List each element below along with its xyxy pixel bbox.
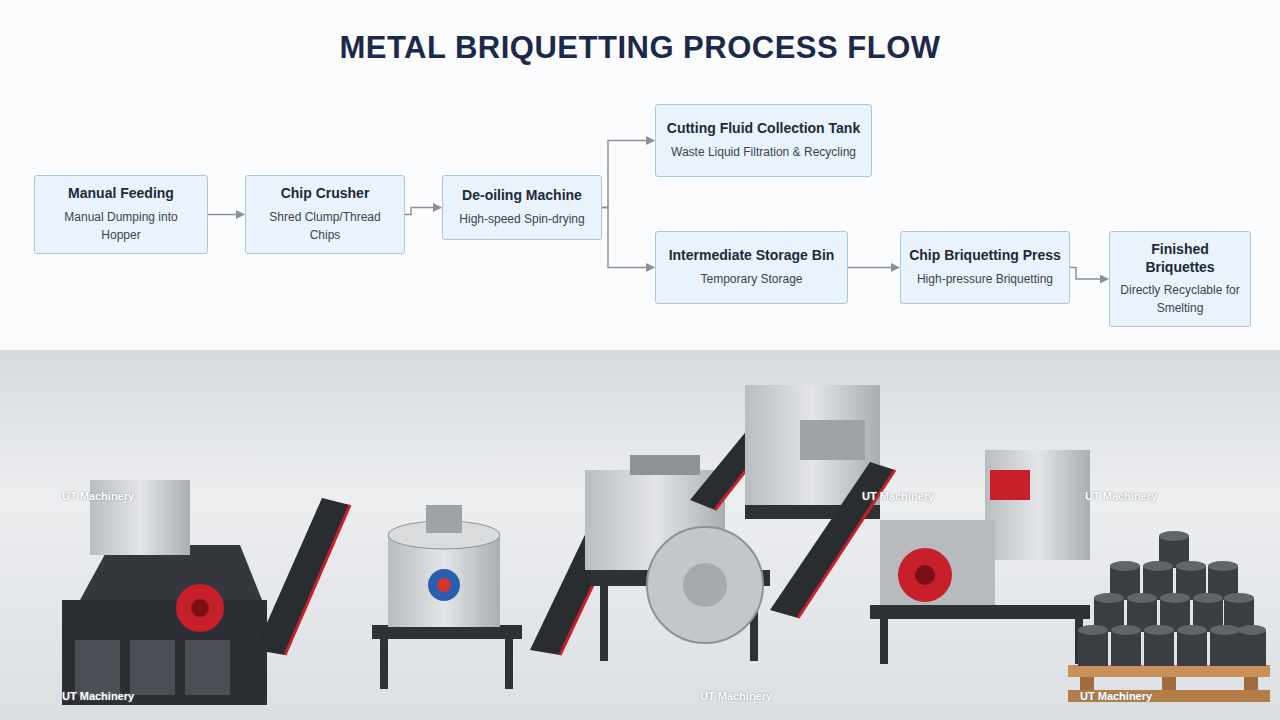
step-description: High-pressure Briquetting [917, 270, 1053, 288]
step-description: Directly Recyclable for Smelting [1118, 281, 1242, 317]
watermark: UT Machinery [1085, 490, 1157, 502]
process-box: Cutting Fluid Collection TankWaste Liqui… [655, 104, 872, 177]
process-box: Chip CrusherShred Clump/Thread Chips [245, 175, 405, 254]
step-description: High-speed Spin-drying [459, 210, 584, 228]
step-description: Waste Liquid Filtration & Recycling [671, 143, 856, 161]
watermark: UT Machinery [1080, 690, 1152, 702]
flow-arrow [405, 208, 441, 215]
step-title: De-oiling Machine [462, 187, 582, 205]
flow-arrow [208, 214, 244, 216]
step-title: Chip Crusher [281, 185, 370, 203]
step-title: Manual Feeding [68, 185, 174, 203]
process-box: De-oiling MachineHigh-speed Spin-drying [442, 175, 602, 240]
flow-arrow [602, 141, 654, 208]
process-box: Manual FeedingManual Dumping into Hopper [34, 175, 208, 254]
process-box: Intermediate Storage BinTemporary Storag… [655, 231, 848, 304]
step-description: Manual Dumping into Hopper [43, 208, 199, 244]
flow-arrow [848, 267, 899, 269]
step-title: Cutting Fluid Collection Tank [667, 120, 860, 138]
watermark: UT Machinery [62, 690, 134, 702]
step-description: Shred Clump/Thread Chips [254, 208, 396, 244]
watermark: UT Machinery [862, 490, 934, 502]
step-description: Temporary Storage [700, 270, 802, 288]
process-box: Finished BriquettesDirectly Recyclable f… [1109, 231, 1251, 327]
flow-arrow [602, 208, 654, 268]
flow-arrow [1070, 268, 1108, 280]
watermark: UT Machinery [700, 690, 772, 702]
step-title: Finished Briquettes [1118, 241, 1242, 276]
step-title: Intermediate Storage Bin [669, 247, 835, 265]
step-title: Chip Briquetting Press [909, 247, 1061, 265]
watermark: UT Machinery [62, 490, 134, 502]
diagram-title: METAL BRIQUETTING PROCESS FLOW [0, 30, 1280, 66]
process-box: Chip Briquetting PressHigh-pressure Briq… [900, 231, 1070, 304]
